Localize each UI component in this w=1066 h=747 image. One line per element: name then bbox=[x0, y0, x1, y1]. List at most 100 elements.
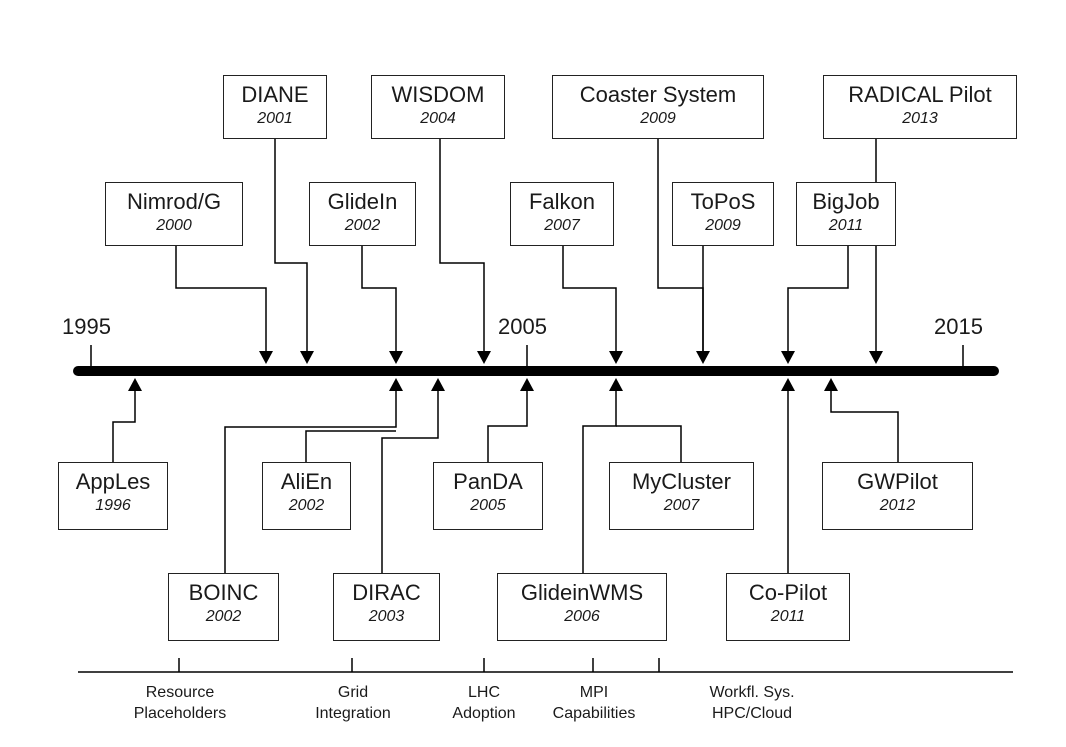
arrowhead-up bbox=[128, 378, 142, 391]
phase-label-line: Integration bbox=[315, 705, 391, 722]
system-box-diane: DIANE 2001 bbox=[223, 75, 327, 139]
system-name: ToPoS bbox=[690, 189, 756, 214]
system-name: AliEn bbox=[280, 469, 333, 494]
system-box-nimrod-g: Nimrod/G 2000 bbox=[105, 182, 243, 246]
year-label-2015: 2015 bbox=[934, 314, 983, 339]
arrowheads bbox=[128, 351, 883, 391]
system-name: Coaster System bbox=[579, 82, 737, 107]
connector-bigjob bbox=[787, 245, 849, 355]
system-box-mycluster: MyCluster 2007 bbox=[609, 462, 754, 530]
connector-glideinwms bbox=[582, 387, 617, 573]
system-year: 2000 bbox=[156, 217, 192, 234]
arrowhead-up bbox=[781, 378, 795, 391]
system-box-gwpilot: GWPilot 2012 bbox=[822, 462, 973, 530]
system-year: 2013 bbox=[902, 110, 938, 127]
phase-label-lhc-adoption: LHC Adoption bbox=[436, 682, 532, 724]
system-box-wisdom: WISDOM 2004 bbox=[371, 75, 505, 139]
connector-boinc bbox=[224, 387, 397, 573]
system-year: 2012 bbox=[879, 497, 916, 514]
connector-mycluster bbox=[616, 425, 682, 462]
system-name: DIANE bbox=[241, 82, 309, 107]
connector-diane bbox=[274, 138, 308, 355]
system-box-dirac: DIRAC 2003 bbox=[333, 573, 440, 641]
system-year: 2009 bbox=[705, 217, 741, 234]
system-name: Nimrod/G bbox=[126, 189, 222, 214]
system-year: 2002 bbox=[288, 497, 325, 514]
system-year: 2007 bbox=[544, 217, 580, 234]
system-year: 2011 bbox=[770, 608, 806, 625]
arrowhead-down bbox=[869, 351, 883, 364]
phase-label-line: Grid bbox=[337, 684, 369, 701]
arrowhead-down bbox=[259, 351, 273, 364]
system-name: Co-Pilot bbox=[748, 580, 828, 605]
system-box-radical-pilot: RADICAL Pilot 2013 bbox=[823, 75, 1017, 139]
system-name: BOINC bbox=[188, 580, 259, 605]
system-box-apples: AppLes 1996 bbox=[58, 462, 168, 530]
system-name: GlideinWMS bbox=[520, 580, 644, 605]
system-name: GWPilot bbox=[857, 469, 938, 494]
phase-label-workflow-hpc-cloud: Workfl. Sys. HPC/Cloud bbox=[686, 682, 818, 724]
system-name: BigJob bbox=[812, 189, 880, 214]
arrowhead-up bbox=[389, 378, 403, 391]
system-box-glidein: GlideIn 2002 bbox=[309, 182, 416, 246]
arrowhead-up bbox=[609, 378, 623, 391]
system-year: 2007 bbox=[663, 497, 700, 514]
connector-lines bbox=[112, 138, 899, 573]
system-year: 1996 bbox=[95, 497, 131, 514]
system-year: 2009 bbox=[640, 110, 676, 127]
connector-apples bbox=[112, 387, 136, 462]
system-name: Falkon bbox=[528, 189, 596, 214]
phase-label-line: LHC bbox=[467, 684, 500, 701]
system-box-falkon: Falkon 2007 bbox=[510, 182, 614, 246]
system-year: 2002 bbox=[205, 608, 242, 625]
system-year: 2001 bbox=[257, 110, 293, 127]
system-name: WISDOM bbox=[391, 82, 485, 107]
connector-wisdom bbox=[439, 138, 485, 355]
system-box-glideinwms: GlideinWMS 2006 bbox=[497, 573, 667, 641]
phase-label-resource-placeholders: Resource Placeholders bbox=[112, 682, 248, 724]
connector-dirac bbox=[381, 387, 439, 573]
arrowhead-up bbox=[824, 378, 838, 391]
system-box-panda: PanDA 2005 bbox=[433, 462, 543, 530]
arrowhead-down bbox=[389, 351, 403, 364]
system-box-bigjob: BigJob 2011 bbox=[796, 182, 896, 246]
phase-label-mpi-capabilities: MPI Capabilities bbox=[534, 682, 654, 724]
connector-gwpilot bbox=[830, 387, 899, 462]
phase-label-line: Capabilities bbox=[552, 705, 636, 722]
system-year: 2002 bbox=[344, 217, 381, 234]
connector-glidein bbox=[361, 245, 397, 355]
system-box-topos: ToPoS 2009 bbox=[672, 182, 774, 246]
arrowhead-up bbox=[520, 378, 534, 391]
system-box-coaster-system: Coaster System 2009 bbox=[552, 75, 764, 139]
connector-nimrod-g bbox=[175, 245, 267, 355]
system-box-boinc: BOINC 2002 bbox=[168, 573, 279, 641]
phase-label-line: Placeholders bbox=[133, 705, 227, 722]
system-year: 2004 bbox=[420, 110, 456, 127]
arrowhead-down bbox=[609, 351, 623, 364]
phase-label-line: Workfl. Sys. bbox=[709, 684, 795, 701]
phase-label-line: Adoption bbox=[452, 705, 516, 722]
system-year: 2005 bbox=[470, 497, 506, 514]
arrowhead-down bbox=[477, 351, 491, 364]
system-name: RADICAL Pilot bbox=[848, 82, 992, 107]
arrowhead-down bbox=[696, 351, 710, 364]
arrowhead-up bbox=[431, 378, 445, 391]
phase-label-line: HPC/Cloud bbox=[711, 705, 793, 722]
phase-label-line: MPI bbox=[579, 684, 609, 701]
year-label-2005: 2005 bbox=[498, 314, 547, 339]
phase-label-line: Resource bbox=[145, 684, 215, 701]
connector-alien bbox=[305, 430, 396, 462]
connector-coaster-system bbox=[657, 138, 704, 355]
year-label-1995: 1995 bbox=[62, 314, 111, 339]
system-box-alien: AliEn 2002 bbox=[262, 462, 351, 530]
system-name: PanDA bbox=[453, 469, 523, 494]
system-name: AppLes bbox=[75, 469, 151, 494]
arrowhead-down bbox=[300, 351, 314, 364]
phase-label-grid-integration: Grid Integration bbox=[294, 682, 412, 724]
system-year: 2006 bbox=[564, 608, 600, 625]
system-year: 2003 bbox=[368, 608, 405, 625]
system-name: GlideIn bbox=[327, 189, 398, 214]
connector-panda bbox=[487, 387, 528, 462]
system-name: DIRAC bbox=[352, 580, 421, 605]
